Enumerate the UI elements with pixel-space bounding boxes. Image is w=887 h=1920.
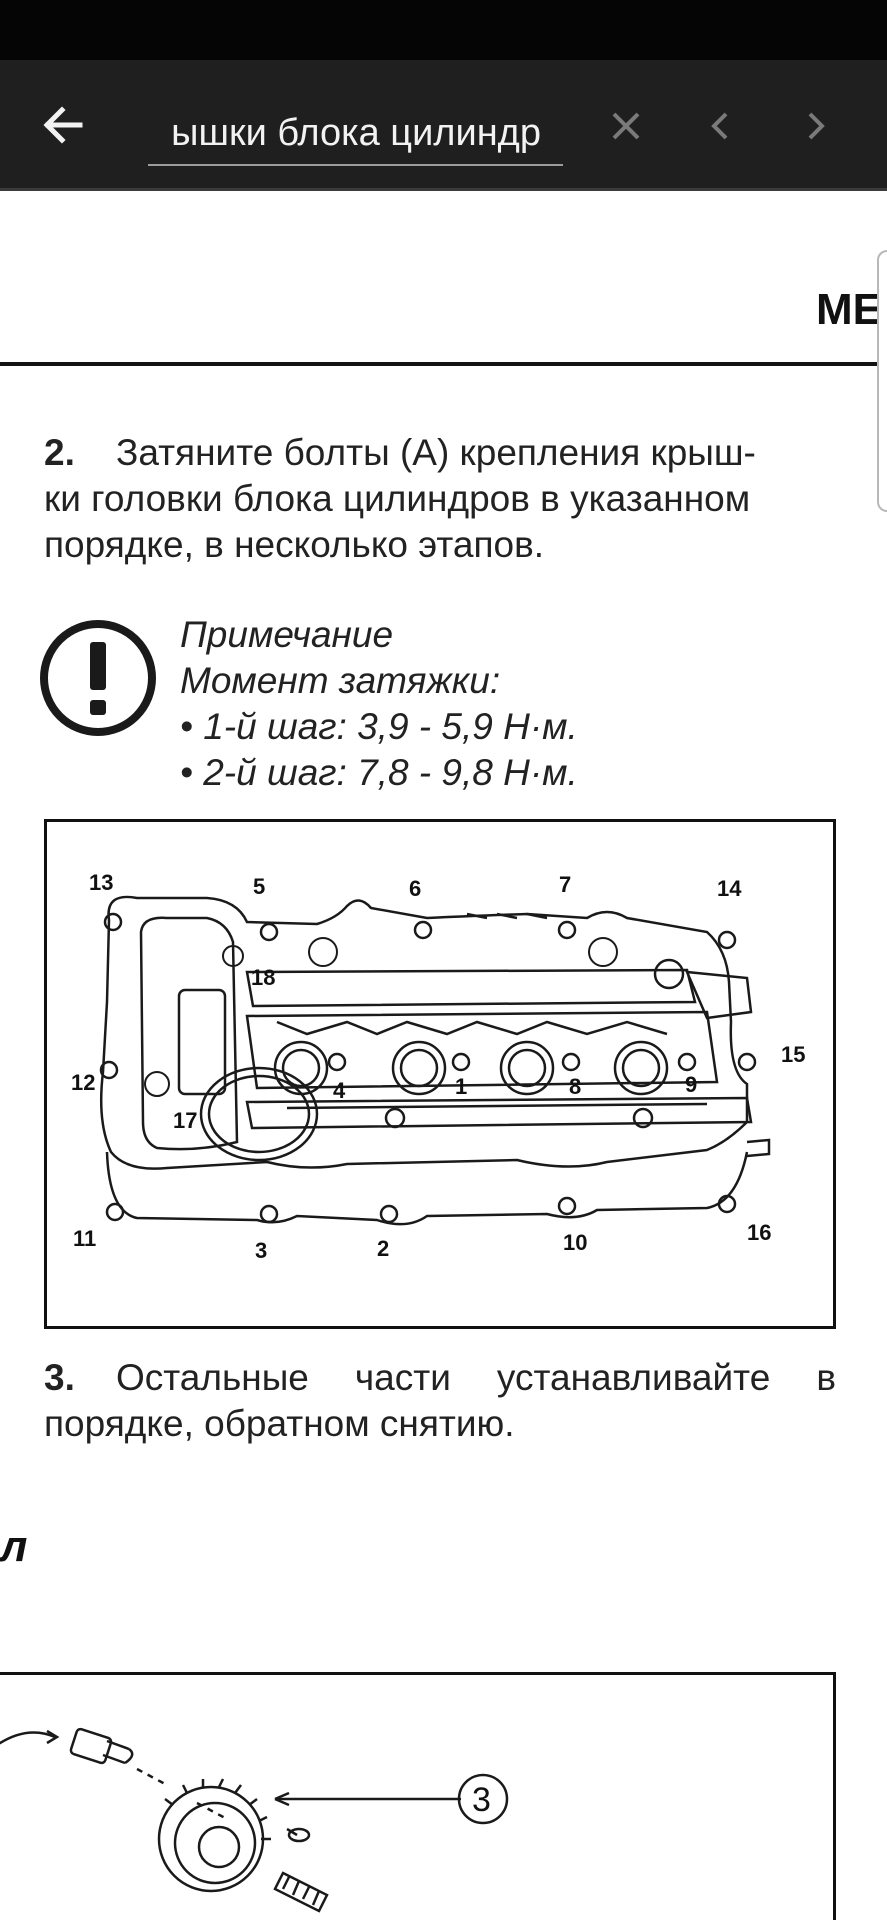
search-input[interactable]: ышки блока цилиндр [148, 98, 563, 166]
step-number: 3. [44, 1357, 75, 1398]
bolt-label: 6 [409, 876, 421, 901]
bolt-label: 12 [71, 1070, 95, 1095]
note-title: Примечание [180, 614, 394, 655]
chevron-right-icon[interactable] [798, 106, 834, 146]
scroll-handle[interactable] [877, 250, 887, 512]
page-header: МЕ [0, 285, 887, 367]
bolt-label: 17 [173, 1108, 197, 1133]
step-3-paragraph: 3.Остальные части устанавливайте в поряд… [44, 1357, 836, 1444]
bolt-label: 15 [781, 1042, 805, 1067]
section-heading: л [0, 1522, 28, 1571]
bolt-label: 5 [253, 874, 265, 899]
bolt-label: 10 [563, 1230, 587, 1255]
bolt-label: 7 [559, 872, 571, 897]
exclamation-icon [38, 618, 158, 738]
page-title: МЕ [816, 285, 882, 334]
bolt-label: 1 [455, 1074, 467, 1099]
bolt-label: 8 [569, 1074, 581, 1099]
back-arrow-icon[interactable] [38, 100, 88, 150]
torque-note: Примечание Момент затяжки: • 1-й шаг: 3,… [180, 612, 578, 796]
bolt-label: 4 [333, 1078, 346, 1103]
bolt-label: 11 [73, 1226, 96, 1251]
step-number: 2. [44, 432, 75, 473]
callout-label: 3 [472, 1781, 491, 1819]
header-divider [0, 362, 887, 366]
bolt-label: 3 [255, 1238, 267, 1263]
bolt-label: 13 [89, 870, 113, 895]
camshaft-gear-diagram: 3 [0, 1672, 836, 1920]
search-query: ышки блока цилиндр [171, 112, 541, 154]
find-in-page-bar: ышки блока цилиндр [0, 60, 887, 191]
valve-cover-diagram: 13 5 6 7 14 18 15 12 4 1 8 9 17 11 3 2 1… [44, 819, 836, 1329]
bolt-label: 16 [747, 1220, 771, 1245]
note-item: • 1-й шаг: 3,9 - 5,9 Н·м. [180, 706, 578, 747]
status-bar [0, 0, 887, 60]
bolt-label: 18 [251, 965, 275, 990]
chevron-left-icon[interactable] [702, 106, 738, 146]
step-2-paragraph: 2.Затяните болты (А) крепления крыш- ки … [44, 432, 756, 565]
bolt-label: 9 [685, 1072, 697, 1097]
clear-icon[interactable] [606, 106, 646, 146]
note-item: • 2-й шаг: 7,8 - 9,8 Н·м. [180, 752, 578, 793]
bolt-label: 14 [717, 876, 742, 901]
bolt-label: 2 [377, 1236, 389, 1261]
note-subtitle: Момент затяжки: [180, 660, 501, 701]
